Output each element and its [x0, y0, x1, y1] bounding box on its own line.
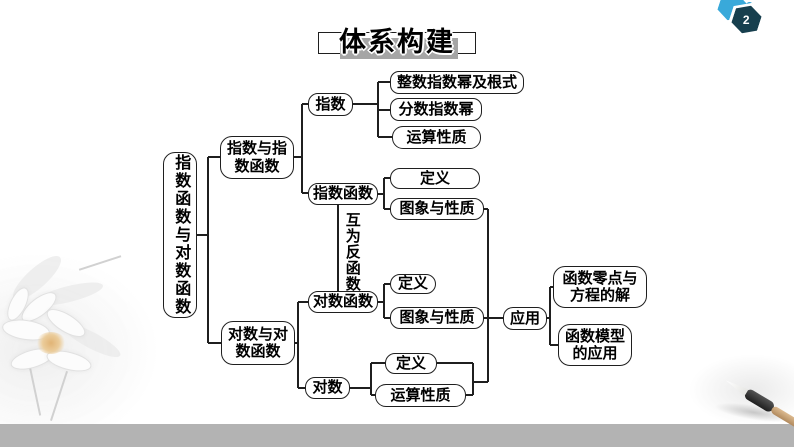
node-exponents-and-exponential-functions: 指数与指 数函数 — [220, 136, 294, 179]
node-function-zeros-and-equation-solutions: 函数零点与 方程的解 — [553, 266, 647, 308]
node-exponent: 指数 — [308, 93, 353, 116]
node-function-model-applications: 函数模型 的应用 — [558, 324, 632, 366]
node-logarithms-and-logarithmic-functions: 对数与对 数函数 — [221, 321, 295, 365]
flower-sketch-decoration — [0, 249, 160, 432]
title-gray-banner — [340, 38, 458, 59]
node-fractional-exponent-powers: 分数指数幂 — [390, 98, 482, 121]
flower-center — [36, 332, 66, 354]
node-logarithm: 对数 — [305, 377, 350, 399]
node-exponential-function: 指数函数 — [308, 183, 378, 205]
node-definition-log: 定义 — [385, 353, 437, 374]
calligraphy-brush-decoration — [690, 355, 794, 438]
node-logarithmic-function: 对数函数 — [308, 291, 378, 313]
node-operation-properties-exp: 运算性质 — [392, 126, 481, 149]
page-number: 2 — [743, 12, 750, 27]
node-graph-and-properties-exp-fn: 图象与性质 — [390, 198, 484, 220]
node-root: 指数函数与对数函数 — [163, 152, 197, 318]
node-application: 应用 — [503, 307, 547, 330]
label-mutually-inverse-functions: 互为反函数 — [343, 212, 361, 292]
node-definition-exp-fn: 定义 — [390, 168, 480, 189]
bottom-gray-bar — [0, 424, 794, 447]
node-integer-exponent-powers-and-radicals: 整数指数幂及根式 — [390, 71, 524, 94]
node-operation-properties-log: 运算性质 — [375, 384, 466, 407]
node-definition-log-fn: 定义 — [390, 274, 436, 294]
page-title: 体系构建 — [339, 27, 455, 57]
slide-title-group: 体系构建 — [318, 20, 476, 64]
node-graph-and-properties-log-fn: 图象与性质 — [390, 307, 484, 329]
